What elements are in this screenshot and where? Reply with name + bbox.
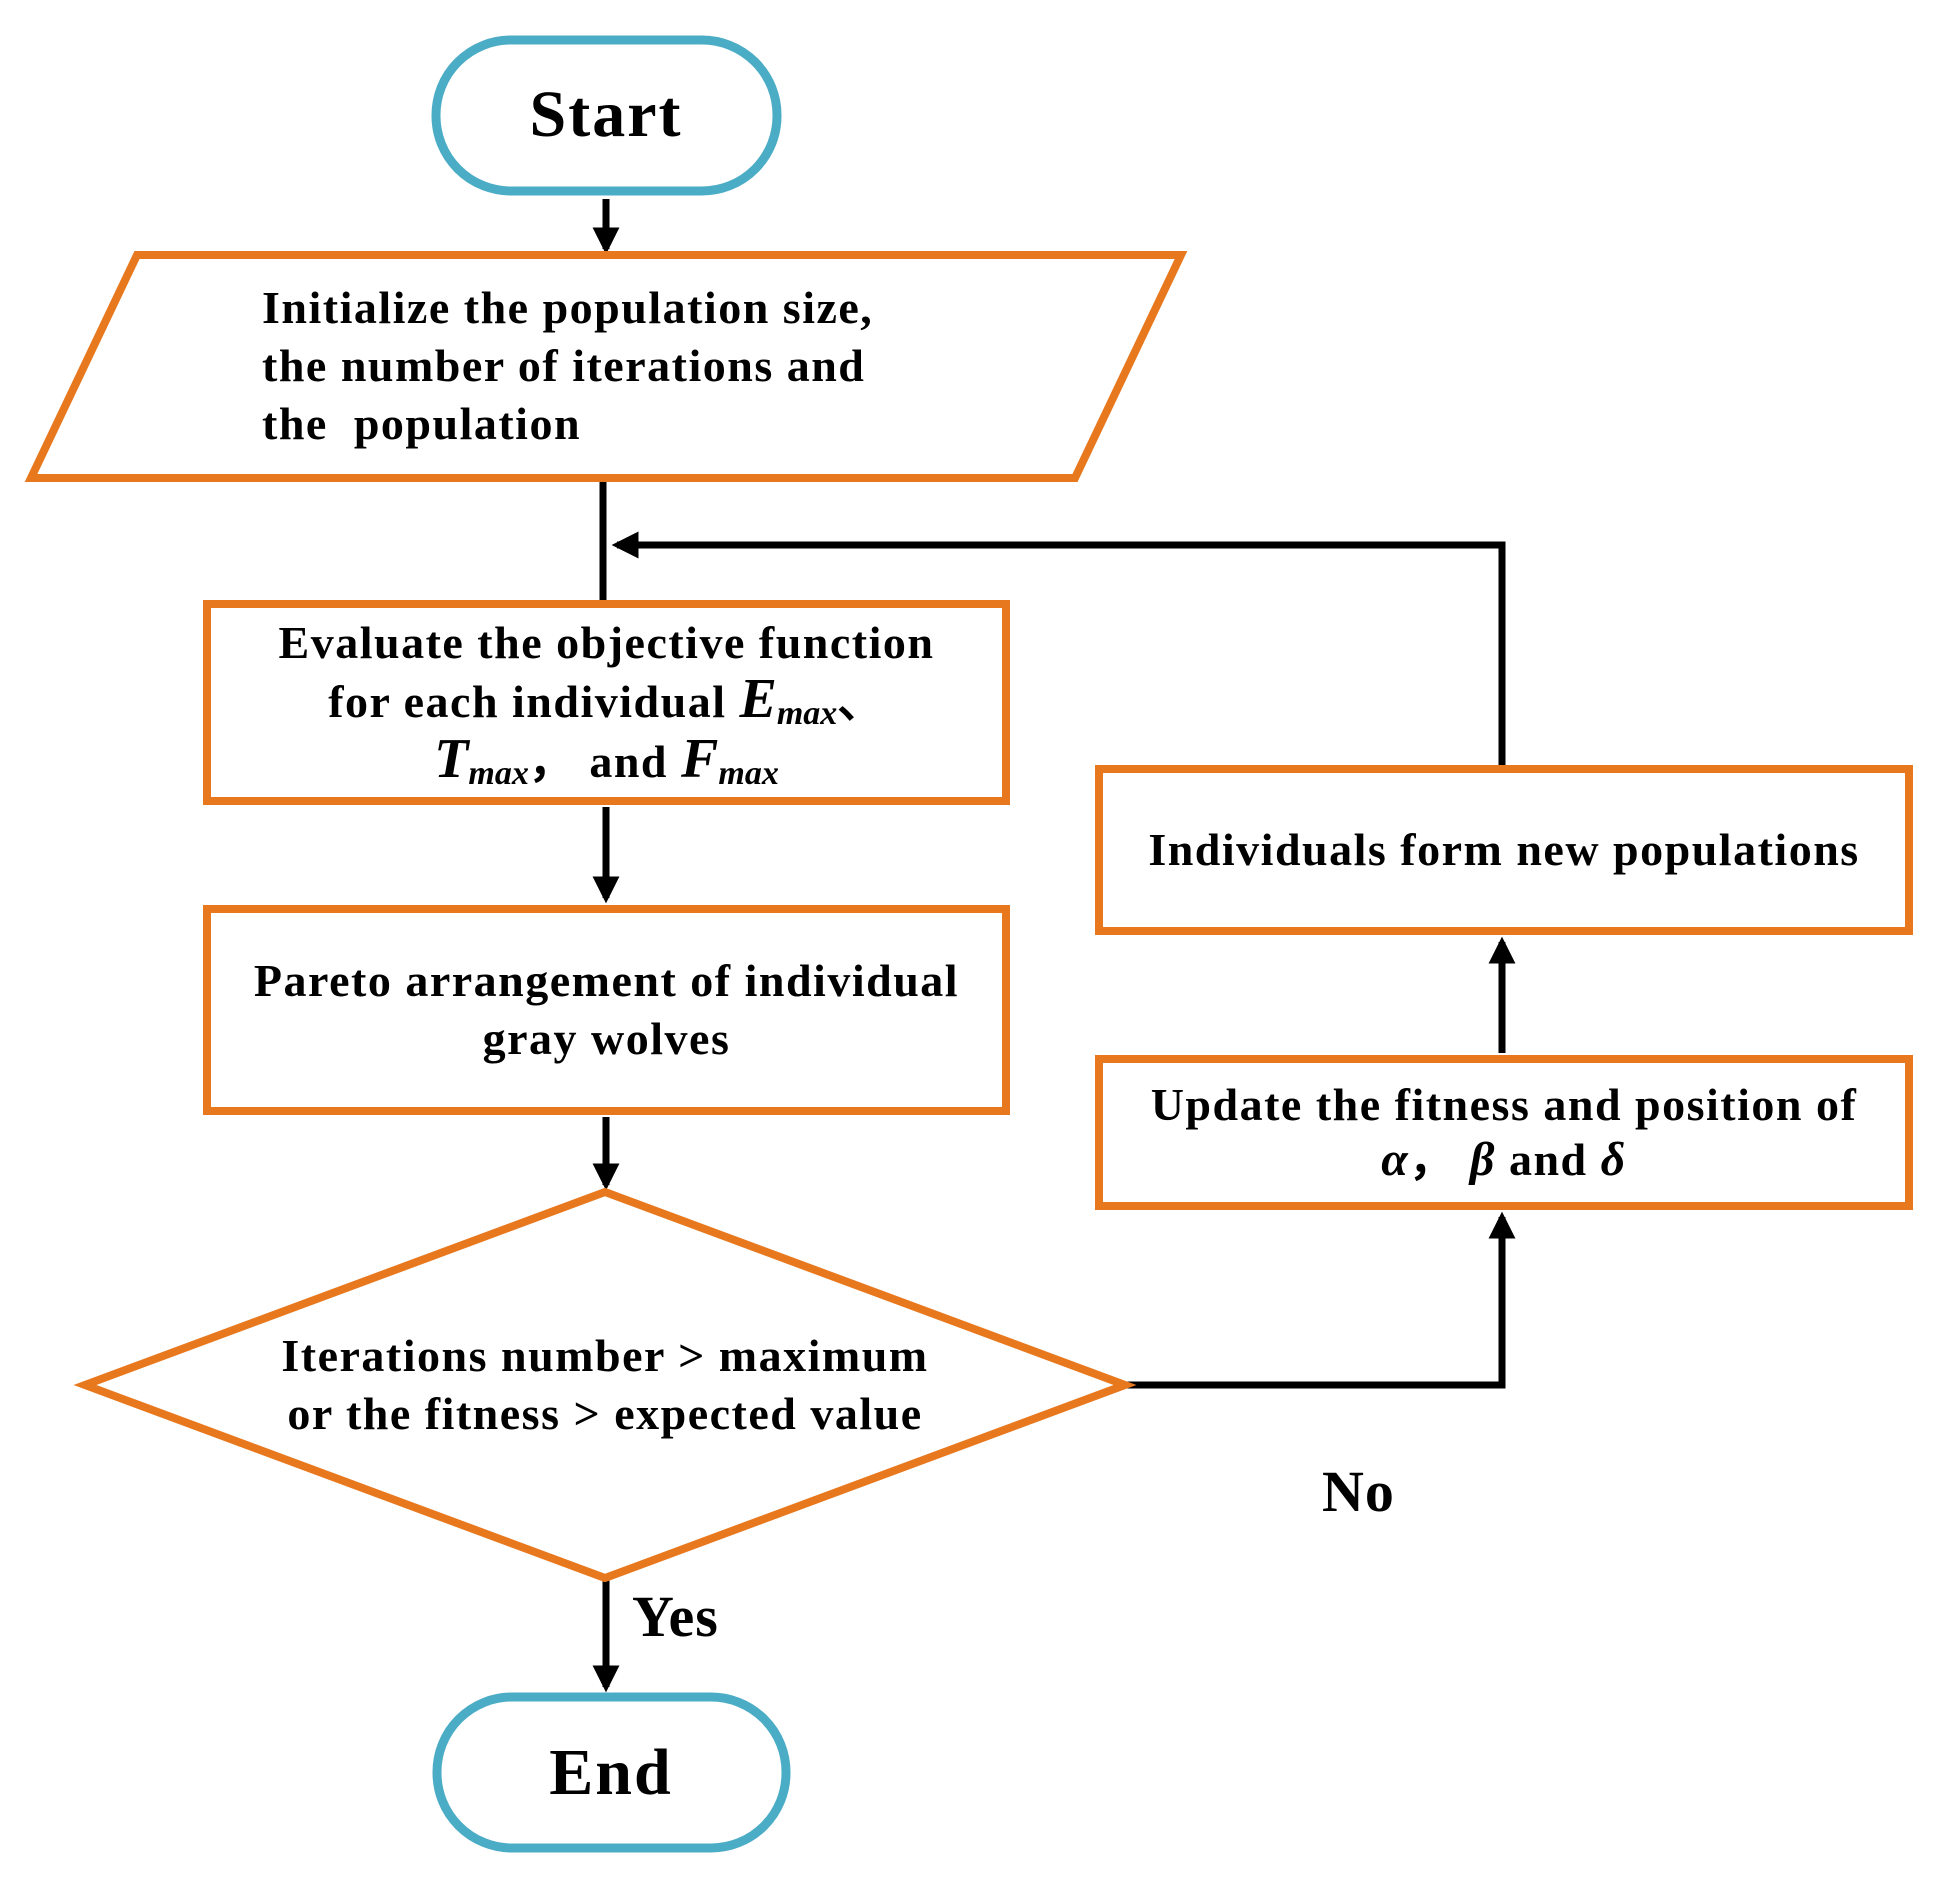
end-terminator-shape xyxy=(432,1692,791,1853)
arrow-decision-no-to-update xyxy=(1125,1211,1516,1389)
start-label-text: Start xyxy=(529,78,683,152)
pareto-node-label: Pareto arrangement of individual gray wo… xyxy=(203,905,1010,1115)
update-comma: ， xyxy=(1409,1133,1470,1185)
pareto-line-1: Pareto arrangement of individual xyxy=(253,955,960,1007)
enumeration-comma: 、 xyxy=(837,676,885,728)
decision-line-1: Iterations number > maximum xyxy=(281,1330,929,1382)
individuals-process-shape xyxy=(1095,765,1913,935)
decision-node-label: Iterations number > maximum or the fitne… xyxy=(185,1285,1025,1485)
pareto-process-shape xyxy=(203,905,1010,1115)
pareto-line-2: gray wolves xyxy=(482,1013,731,1064)
init-parallelogram-shape xyxy=(24,251,1188,482)
evaluate-line-3: Tmax， and Fmax xyxy=(434,731,779,791)
init-node-label: Initialize the population size, the numb… xyxy=(262,262,1042,470)
init-line-3: the population xyxy=(262,397,582,449)
evaluate-node-label: Evaluate the objective function for each… xyxy=(203,600,1010,805)
symbol-f-max: F xyxy=(681,728,719,791)
symbol-t-max: T xyxy=(434,728,469,791)
symbol-beta: β xyxy=(1469,1132,1496,1186)
yes-branch-label: Yes xyxy=(632,1584,719,1649)
evaluate-line-1: Evaluate the objective function xyxy=(278,616,935,668)
decision-diamond-shape xyxy=(73,1187,1137,1583)
individuals-line-1: Individuals form new populations xyxy=(1148,824,1860,876)
arrow-feedback-to-evaluate xyxy=(611,531,1506,767)
evaluate-line2-text: for each individual xyxy=(328,676,740,728)
update-node-label: Update the fitness and position of α， β … xyxy=(1095,1055,1913,1210)
evaluate-line3-sep: ， and xyxy=(528,736,682,788)
evaluate-process-shape xyxy=(203,600,1010,805)
symbol-delta: δ xyxy=(1600,1132,1627,1186)
start-terminator-shape xyxy=(431,35,782,196)
init-line-1: Initialize the population size, xyxy=(262,282,874,334)
individuals-node-label: Individuals form new populations xyxy=(1095,765,1913,935)
update-line-1: Update the fitness and position of xyxy=(1150,1079,1858,1131)
start-node-label: Start xyxy=(431,35,781,195)
symbol-t-max-subscript: max xyxy=(468,755,529,793)
decision-line-2: or the fitness > expected value xyxy=(287,1388,923,1439)
update-and-word: and xyxy=(1495,1133,1601,1185)
end-node-label: End xyxy=(432,1693,790,1853)
evaluate-line-2: for each individual Emax、 xyxy=(328,671,885,731)
init-line-2: the number of iterations and xyxy=(262,340,866,392)
symbol-alpha: α xyxy=(1381,1132,1410,1186)
symbol-e-max: E xyxy=(739,668,777,731)
symbol-e-max-subscript: max xyxy=(776,695,838,733)
symbol-f-max-subscript: max xyxy=(718,755,779,793)
end-label-text: End xyxy=(549,1736,673,1810)
update-process-shape xyxy=(1095,1055,1913,1210)
no-branch-label: No xyxy=(1322,1459,1395,1524)
update-line-2: α， β and δ xyxy=(1381,1133,1626,1187)
